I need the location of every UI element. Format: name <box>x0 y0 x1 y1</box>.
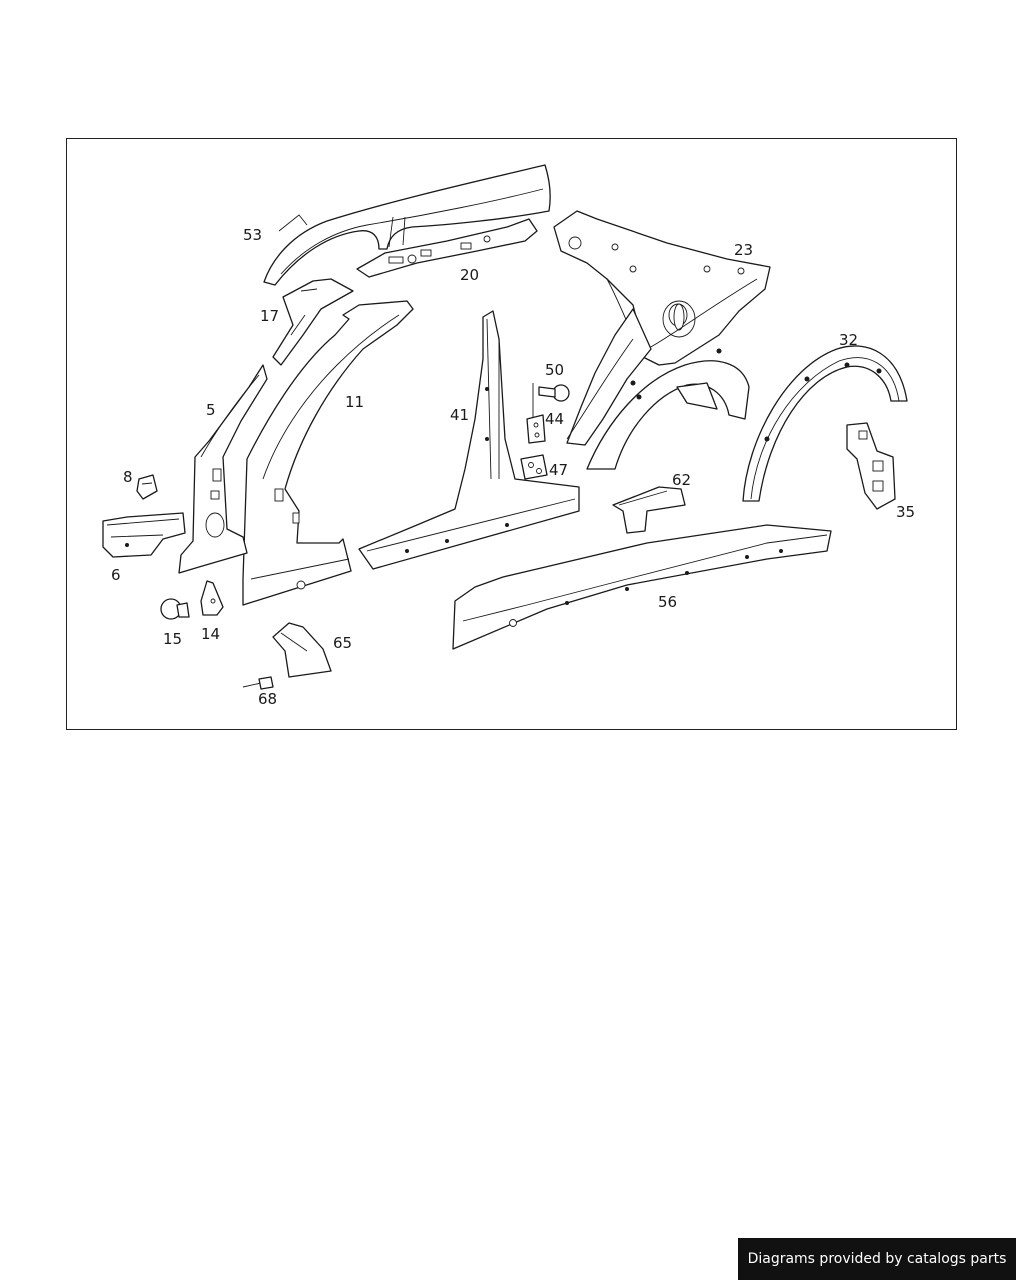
callout-11: 11 <box>345 393 364 411</box>
part-23-rear-quarter-inner <box>553 210 771 366</box>
parts-diagram-frame: 53 20 23 17 11 5 41 50 44 47 8 62 32 35 … <box>66 138 957 730</box>
footer-text: Diagrams provided by catalogs parts <box>747 1251 1007 1267</box>
callout-14: 14 <box>201 625 220 643</box>
callout-32: 32 <box>839 331 858 349</box>
callout-15: 15 <box>163 630 182 648</box>
callout-17: 17 <box>260 307 279 325</box>
part-5-a-pillar-inner <box>178 364 268 574</box>
part-17-upper-bracket <box>272 278 354 366</box>
part-6-front-bracket <box>102 512 186 558</box>
callout-68: 68 <box>258 690 277 708</box>
callout-53: 53 <box>243 226 262 244</box>
callout-47: 47 <box>549 461 568 479</box>
part-56-rocker-sill <box>452 524 832 650</box>
part-14-plate <box>200 580 224 616</box>
footer-attribution-badge: Diagrams provided by catalogs parts <box>738 1238 1016 1280</box>
callout-20: 20 <box>460 266 479 284</box>
callout-44: 44 <box>545 410 564 428</box>
callout-8: 8 <box>123 468 133 486</box>
part-32-wheel-arch <box>742 345 908 502</box>
part-8-clip <box>136 474 158 500</box>
callout-6: 6 <box>111 566 121 584</box>
part-20-roof-bracket <box>356 218 538 278</box>
exploded-parts-diagram: 53 20 23 17 11 5 41 50 44 47 8 62 32 35 … <box>102 164 915 708</box>
part-11-a-pillar <box>242 300 414 606</box>
callout-23: 23 <box>734 241 753 259</box>
callout-5: 5 <box>206 401 216 419</box>
part-35-rear-bracket <box>846 422 896 510</box>
callout-50: 50 <box>545 361 564 379</box>
part-44-striker <box>526 383 546 444</box>
part-50-bolt <box>538 384 570 402</box>
part-65-bracket <box>272 622 332 678</box>
part-23-wheelhouse <box>566 308 750 470</box>
callout-35: 35 <box>896 503 915 521</box>
callout-56: 56 <box>658 593 677 611</box>
part-47-bracket <box>520 454 548 480</box>
callout-62: 62 <box>672 471 691 489</box>
callout-65: 65 <box>333 634 352 652</box>
part-62-sill-bracket <box>612 486 686 534</box>
part-68-rivet <box>242 676 274 690</box>
part-41-b-pillar <box>358 310 580 570</box>
part-15-grommet <box>160 598 190 620</box>
callout-41: 41 <box>450 406 469 424</box>
part-53-roof-rail <box>263 164 551 286</box>
